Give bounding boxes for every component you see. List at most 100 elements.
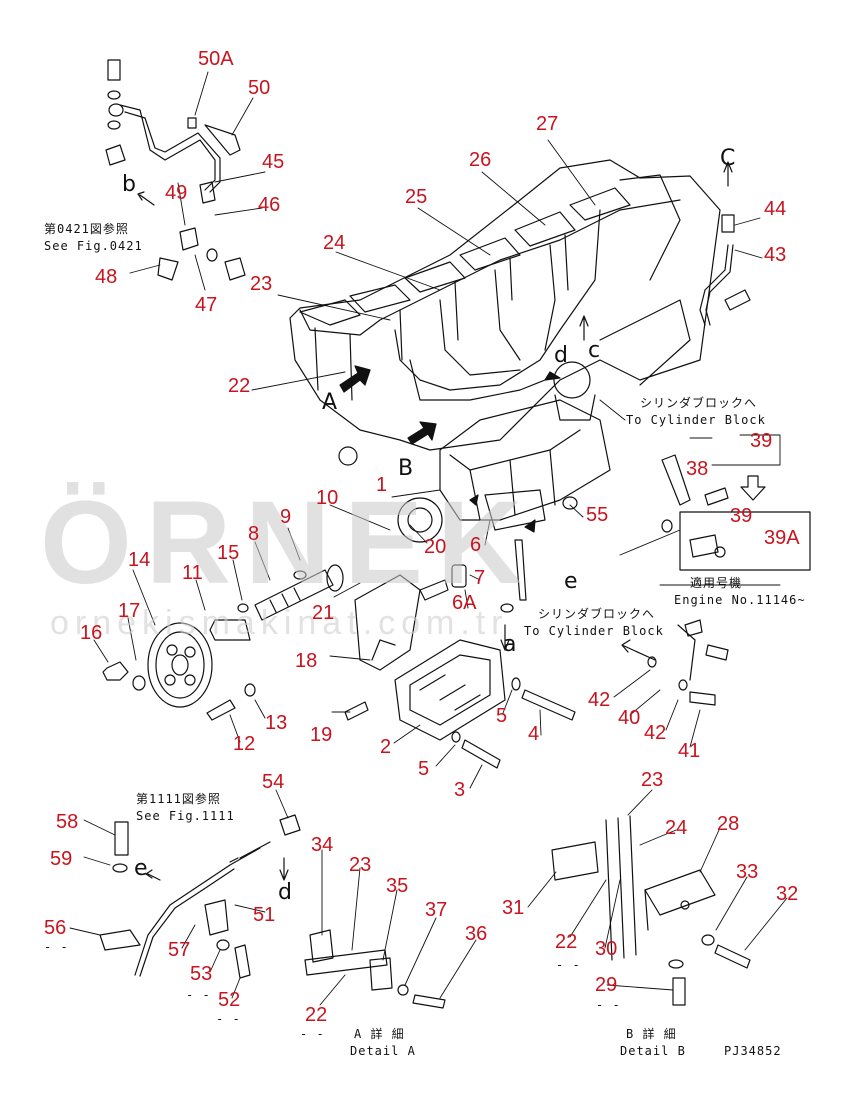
callout-11: 11 — [182, 562, 203, 584]
view-letter-B: B — [398, 456, 414, 481]
callout-54: 54 — [262, 771, 285, 793]
cylinder-block-jp-2: シリンダブロックへ — [538, 607, 656, 621]
view-letter-A: A — [322, 390, 338, 415]
callout-4: 4 — [528, 723, 540, 745]
detail-a-jp: A 詳 細 — [354, 1027, 405, 1041]
callout-5-a: 5 — [496, 705, 508, 727]
callout-31: 31 — [502, 897, 525, 919]
throttle-cable — [99, 814, 301, 979]
callout-22-b: 22 — [305, 1004, 328, 1026]
callout-55: 55 — [586, 504, 609, 526]
callout-18: 18 — [295, 650, 318, 672]
callout-50: 50 — [248, 77, 271, 99]
pipe-right — [661, 214, 751, 681]
dash-mark-2: - - — [186, 988, 211, 1002]
callout-33: 33 — [736, 861, 759, 883]
callout-39A: 39A — [764, 527, 800, 549]
fitting-39a — [679, 511, 811, 571]
callout-19: 19 — [310, 724, 333, 746]
callout-48: 48 — [95, 266, 118, 288]
detail-b — [551, 815, 751, 1006]
cylinder-block-jp-1: シリンダブロックへ — [640, 396, 758, 410]
callout-20: 20 — [424, 536, 447, 558]
callout-22-c: 22 — [555, 931, 578, 953]
view-arrows — [339, 365, 561, 533]
engine-no-en: Engine No.11146~ — [674, 593, 806, 607]
callout-59: 59 — [50, 848, 73, 870]
callout-49: 49 — [165, 182, 188, 204]
callout-46: 46 — [258, 194, 281, 216]
callout-47: 47 — [195, 294, 218, 316]
callout-41: 41 — [678, 740, 701, 762]
callout-14: 14 — [128, 549, 151, 571]
callout-5-b: 5 — [418, 758, 430, 780]
callout-52: 52 — [218, 989, 241, 1011]
callout-9: 9 — [280, 506, 292, 528]
direction-arrows — [137, 161, 766, 881]
ref-letter-e: e — [564, 569, 578, 594]
callout-25: 25 — [405, 186, 428, 208]
callout-23-b: 23 — [349, 854, 372, 876]
fig0421-ref-jp: 第0421図参照 — [44, 222, 129, 236]
callout-26: 26 — [469, 149, 492, 171]
dash-mark-5: - - — [556, 958, 581, 972]
callout-28: 28 — [717, 813, 740, 835]
callout-34: 34 — [311, 834, 334, 856]
dash-mark-1: - - — [44, 940, 69, 954]
callout-44: 44 — [764, 198, 787, 220]
callout-42-a: 42 — [588, 689, 611, 711]
ref-letter-e2: e — [134, 856, 148, 881]
callout-37: 37 — [425, 899, 448, 921]
callout-6: 6 — [470, 534, 482, 556]
dash-mark-6: - - — [596, 998, 621, 1012]
callout-42-b: 42 — [644, 722, 667, 744]
ref-letter-C: C — [720, 146, 736, 171]
part-code: PJ34852 — [724, 1044, 782, 1058]
callout-17: 17 — [118, 600, 141, 622]
callout-6A: 6A — [452, 592, 477, 614]
detail-b-jp: B 詳 細 — [626, 1027, 677, 1041]
callout-40: 40 — [618, 707, 641, 729]
callout-39-b: 39 — [730, 505, 753, 527]
callout-1: 1 — [376, 474, 388, 496]
callout-36: 36 — [465, 923, 488, 945]
watermark-url: ornekismakinat.com.tr — [50, 604, 509, 642]
ref-letter-a: a — [503, 632, 517, 657]
callout-10: 10 — [316, 487, 339, 509]
detail-a-en: Detail A — [350, 1044, 416, 1058]
callout-58: 58 — [56, 811, 79, 833]
ref-letter-d2: d — [278, 880, 292, 905]
callout-8: 8 — [248, 523, 260, 545]
watermark-logo: ÖRNEK — [40, 477, 537, 609]
callout-24-b: 24 — [665, 817, 688, 839]
small-parts — [102, 487, 729, 769]
oil-pipe-assembly — [105, 59, 246, 281]
callout-13: 13 — [265, 712, 288, 734]
callout-22: 22 — [228, 375, 251, 397]
callout-30: 30 — [595, 938, 618, 960]
callout-7: 7 — [474, 567, 486, 589]
fig0421-ref-en: See Fig.0421 — [44, 239, 143, 253]
callout-51: 51 — [253, 904, 276, 926]
injection-lines — [394, 209, 601, 401]
callout-39: 39 — [750, 430, 773, 452]
front-cover — [354, 574, 421, 671]
callout-32: 32 — [776, 883, 799, 905]
detail-b-en: Detail B — [620, 1044, 686, 1058]
callout-24: 24 — [323, 232, 346, 254]
dash-mark-4: - - — [300, 1027, 325, 1041]
drive-gear — [147, 622, 213, 708]
callout-12: 12 — [233, 733, 256, 755]
callout-2: 2 — [380, 736, 392, 758]
callout-15: 15 — [217, 542, 240, 564]
callout-57: 57 — [168, 939, 191, 961]
callout-53: 53 — [190, 963, 213, 985]
callout-43: 43 — [764, 244, 787, 266]
ref-letter-d: d — [554, 343, 568, 368]
callout-35: 35 — [386, 875, 409, 897]
pump-bracket — [394, 639, 506, 741]
ref-letter-b: b — [122, 172, 136, 197]
callout-27: 27 — [536, 113, 559, 135]
callout-50A: 50A — [198, 48, 234, 70]
